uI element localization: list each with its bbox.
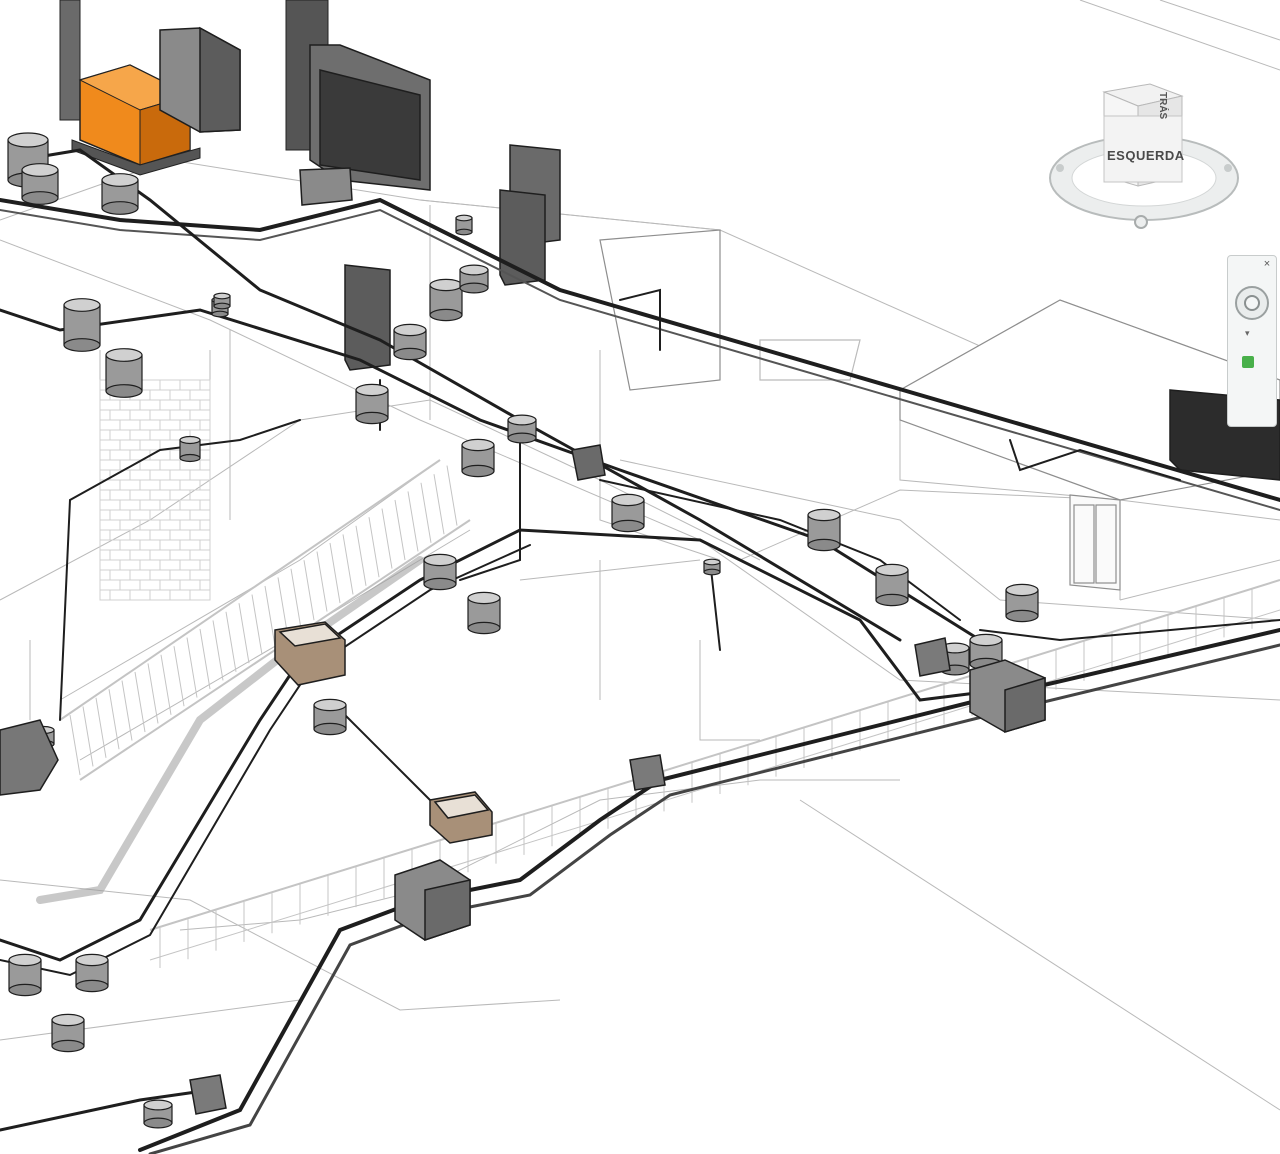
manhole[interactable] <box>875 563 909 607</box>
junction-boxes[interactable] <box>189 167 1046 1115</box>
close-icon[interactable]: × <box>1263 258 1271 270</box>
manhole[interactable] <box>105 348 143 398</box>
status-indicator-icon <box>1242 356 1254 368</box>
manhole[interactable] <box>75 953 109 993</box>
manhole[interactable] <box>313 698 347 736</box>
pull-boxes[interactable] <box>274 621 493 844</box>
manholes[interactable] <box>7 132 1039 1129</box>
left-panel-equipment <box>0 719 59 796</box>
viewcube-top-label[interactable]: TRÁS <box>1157 92 1170 120</box>
steering-wheel-icon[interactable] <box>1235 286 1269 320</box>
manhole[interactable] <box>807 508 841 552</box>
manhole[interactable] <box>969 633 1003 671</box>
manhole[interactable] <box>355 383 389 425</box>
manhole[interactable] <box>507 414 537 444</box>
manhole[interactable] <box>63 298 101 352</box>
manhole[interactable] <box>455 214 473 236</box>
manhole[interactable] <box>143 1099 173 1129</box>
pipes <box>36 556 424 904</box>
manhole[interactable] <box>461 438 495 478</box>
manhole[interactable] <box>101 173 139 215</box>
manhole[interactable] <box>179 435 201 463</box>
electrical-cabinets[interactable] <box>159 26 1280 481</box>
manhole[interactable] <box>429 278 463 322</box>
conduits <box>0 148 1280 1154</box>
brick-wall <box>99 379 211 601</box>
viewcube-face-label[interactable]: ESQUERDA <box>1107 148 1185 163</box>
manhole[interactable] <box>393 323 427 361</box>
manhole[interactable] <box>21 163 59 205</box>
manhole[interactable] <box>51 1013 85 1053</box>
manhole[interactable] <box>459 264 489 294</box>
manhole[interactable] <box>611 493 645 533</box>
manhole[interactable] <box>1005 583 1039 623</box>
viewcube-compass-dot-left <box>1056 164 1064 172</box>
manhole[interactable] <box>467 591 501 635</box>
navigation-bar[interactable]: × ▾ <box>1227 255 1277 427</box>
manhole[interactable] <box>423 553 457 591</box>
viewcube-compass-dot-right <box>1224 164 1232 172</box>
manhole[interactable] <box>8 953 42 997</box>
viewcube[interactable]: ESQUERDA TRÁS <box>1049 83 1239 229</box>
chevron-down-icon[interactable]: ▾ <box>1245 328 1250 338</box>
manhole[interactable] <box>703 558 721 576</box>
manhole[interactable] <box>213 292 231 310</box>
viewcube-compass-marker <box>1134 215 1148 229</box>
